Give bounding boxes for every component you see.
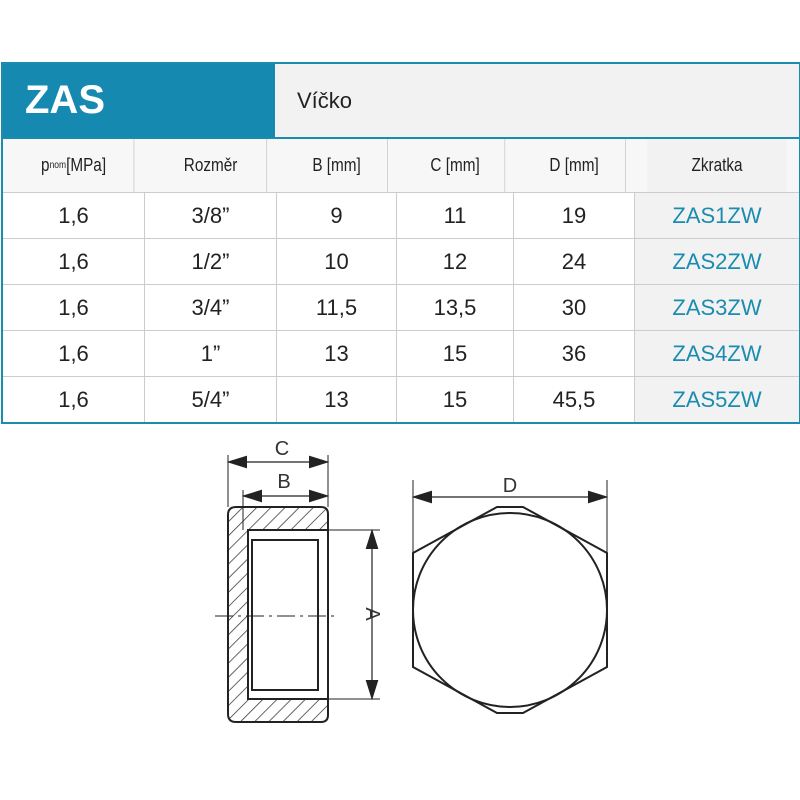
header-size: Rozměr — [155, 139, 268, 192]
cell-size: 3/4” — [145, 285, 277, 330]
cell-p: 1,6 — [3, 377, 145, 422]
dimension-label-b: B — [277, 471, 290, 493]
header-c: C [mm] — [406, 139, 506, 192]
cell-b: 11,5 — [277, 285, 397, 330]
header-b: B [mm] — [286, 139, 388, 192]
dimension-label-d: D — [503, 475, 517, 497]
cell-b: 9 — [277, 193, 397, 238]
product-code: ZAS — [3, 64, 275, 137]
cell-d: 45,5 — [514, 377, 635, 422]
cell-c: 15 — [397, 331, 514, 376]
cell-size: 1” — [145, 331, 277, 376]
cell-d: 24 — [514, 239, 635, 284]
cell-code[interactable]: ZAS1ZW — [635, 193, 799, 238]
cell-c: 13,5 — [397, 285, 514, 330]
cell-p: 1,6 — [3, 285, 145, 330]
cell-b: 13 — [277, 331, 397, 376]
dimension-label-c: C — [275, 438, 289, 460]
cell-d: 19 — [514, 193, 635, 238]
cell-b: 13 — [277, 377, 397, 422]
cell-size: 5/4” — [145, 377, 277, 422]
cell-size: 1/2” — [145, 239, 277, 284]
product-name: Víčko — [275, 64, 799, 137]
table-title-row: ZAS Víčko — [3, 64, 799, 139]
cell-p: 1,6 — [3, 239, 145, 284]
cell-b: 10 — [277, 239, 397, 284]
cell-c: 11 — [397, 193, 514, 238]
header-code: Zkratka — [647, 139, 787, 192]
cell-c: 15 — [397, 377, 514, 422]
side-section-view — [215, 455, 380, 723]
cell-code[interactable]: ZAS5ZW — [635, 377, 799, 422]
cell-code[interactable]: ZAS3ZW — [635, 285, 799, 330]
cell-code[interactable]: ZAS4ZW — [635, 331, 799, 376]
cell-d: 36 — [514, 331, 635, 376]
header-d: D [mm] — [523, 139, 626, 192]
cell-p: 1,6 — [3, 331, 145, 376]
dimension-label-a: A — [361, 607, 383, 621]
cell-p: 1,6 — [3, 193, 145, 238]
cell-c: 12 — [397, 239, 514, 284]
cell-d: 30 — [514, 285, 635, 330]
cell-code[interactable]: ZAS2ZW — [635, 239, 799, 284]
hex-front-view — [411, 480, 609, 714]
cell-size: 3/8” — [145, 193, 277, 238]
